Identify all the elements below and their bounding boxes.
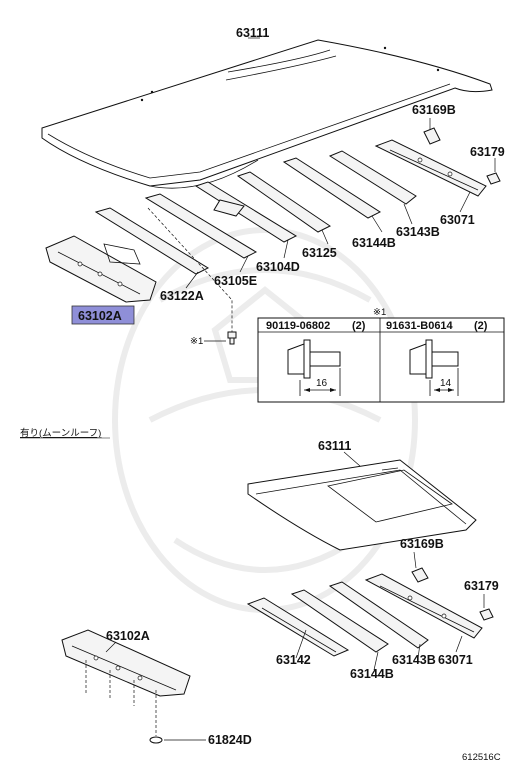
reinforcement-bottom[interactable]: [411, 567, 429, 583]
leader-lines-top: [185, 37, 496, 289]
roof-bow-front-top[interactable]: [194, 181, 298, 243]
label-plug-bottom: 61824D: [208, 733, 252, 747]
leader-lines-bottom: [105, 451, 485, 741]
bolt-1-length: 16: [316, 378, 328, 389]
highlighted-part-box[interactable]: 63102A: [71, 305, 135, 325]
front-header-panel-top[interactable]: [45, 235, 157, 303]
bolt-2-qty: (2): [474, 320, 488, 332]
label-front-panel-bottom: 63102A: [106, 629, 150, 643]
label-roof-panel-bottom: 63111: [318, 439, 351, 453]
diagram-code: 612516C: [462, 752, 501, 763]
roof-bow-mid-top[interactable]: [236, 171, 331, 233]
label-bow-front-top: 63104D: [256, 260, 300, 274]
label-rail-1-bottom: 63142: [276, 653, 311, 667]
header-panel-top[interactable]: [94, 207, 210, 275]
bolt-1-part-number: 90119-06802: [266, 320, 330, 332]
plug-guide-lines: [85, 660, 157, 736]
clip-bottom[interactable]: [479, 608, 494, 621]
label-clip-bottom: 63179: [464, 579, 499, 593]
rear-roof-rail-bottom[interactable]: [364, 573, 483, 639]
label-clip-top: 63179: [470, 145, 505, 159]
bolt-top[interactable]: [227, 331, 237, 345]
label-bow-b-top: 63143B: [396, 225, 440, 239]
fastener-table: ※1 90119-06802 (2) 91631-B0614 (2) 16: [257, 307, 505, 403]
label-rail-front-top: 63105E: [214, 274, 257, 288]
roof-bow-b-top[interactable]: [328, 150, 417, 205]
table-header-mark: ※1: [373, 307, 386, 318]
roof-panel-top[interactable]: [41, 39, 493, 189]
label-rear-rail-bottom: 63071: [438, 653, 473, 667]
label-rear-rail-top: 63071: [440, 213, 475, 227]
bolt-1-qty: (2): [352, 320, 366, 332]
label-reinforcement-bottom: 63169B: [400, 537, 444, 551]
bolt-2-part-number: 91631-B0614: [386, 320, 454, 332]
rear-roof-rail-top[interactable]: [374, 139, 487, 197]
reinforcement-top[interactable]: [423, 127, 441, 145]
moonroof-caption: 有り(ムーンルーフ): [20, 427, 101, 439]
bolt-1-drawing: 16: [287, 339, 341, 396]
label-reinforcement-top: 63169B: [412, 103, 456, 117]
roof-bow-b-bottom[interactable]: [328, 581, 429, 649]
front-header-panel-bottom[interactable]: [61, 629, 191, 697]
bolt-note-mark: ※1: [190, 336, 203, 347]
label-roof-panel-top: 63111: [236, 26, 269, 40]
bolt-2-drawing: 14: [409, 339, 459, 396]
label-bow-a-bottom: 63144B: [350, 667, 394, 681]
watermark-emblem: [112, 227, 418, 613]
roof-rail-front-top[interactable]: [144, 193, 258, 259]
roof-bow-a-top[interactable]: [282, 157, 382, 219]
label-bow-a-top: 63144B: [352, 236, 396, 250]
clip-top[interactable]: [486, 172, 501, 185]
plug-bottom[interactable]: [149, 736, 163, 744]
roof-rail-1-bottom[interactable]: [246, 597, 350, 657]
roof-bow-a-bottom[interactable]: [290, 589, 389, 653]
label-header-top: 63122A: [160, 289, 204, 303]
roof-panel-bottom[interactable]: [247, 459, 477, 551]
label-front-panel-highlight: 63102A: [78, 309, 122, 323]
label-bow-b-bottom: 63143B: [392, 653, 436, 667]
bolt-2-length: 14: [440, 378, 452, 389]
bolt-guide-line: [147, 207, 233, 332]
label-bow-mid-top: 63125: [302, 246, 337, 260]
